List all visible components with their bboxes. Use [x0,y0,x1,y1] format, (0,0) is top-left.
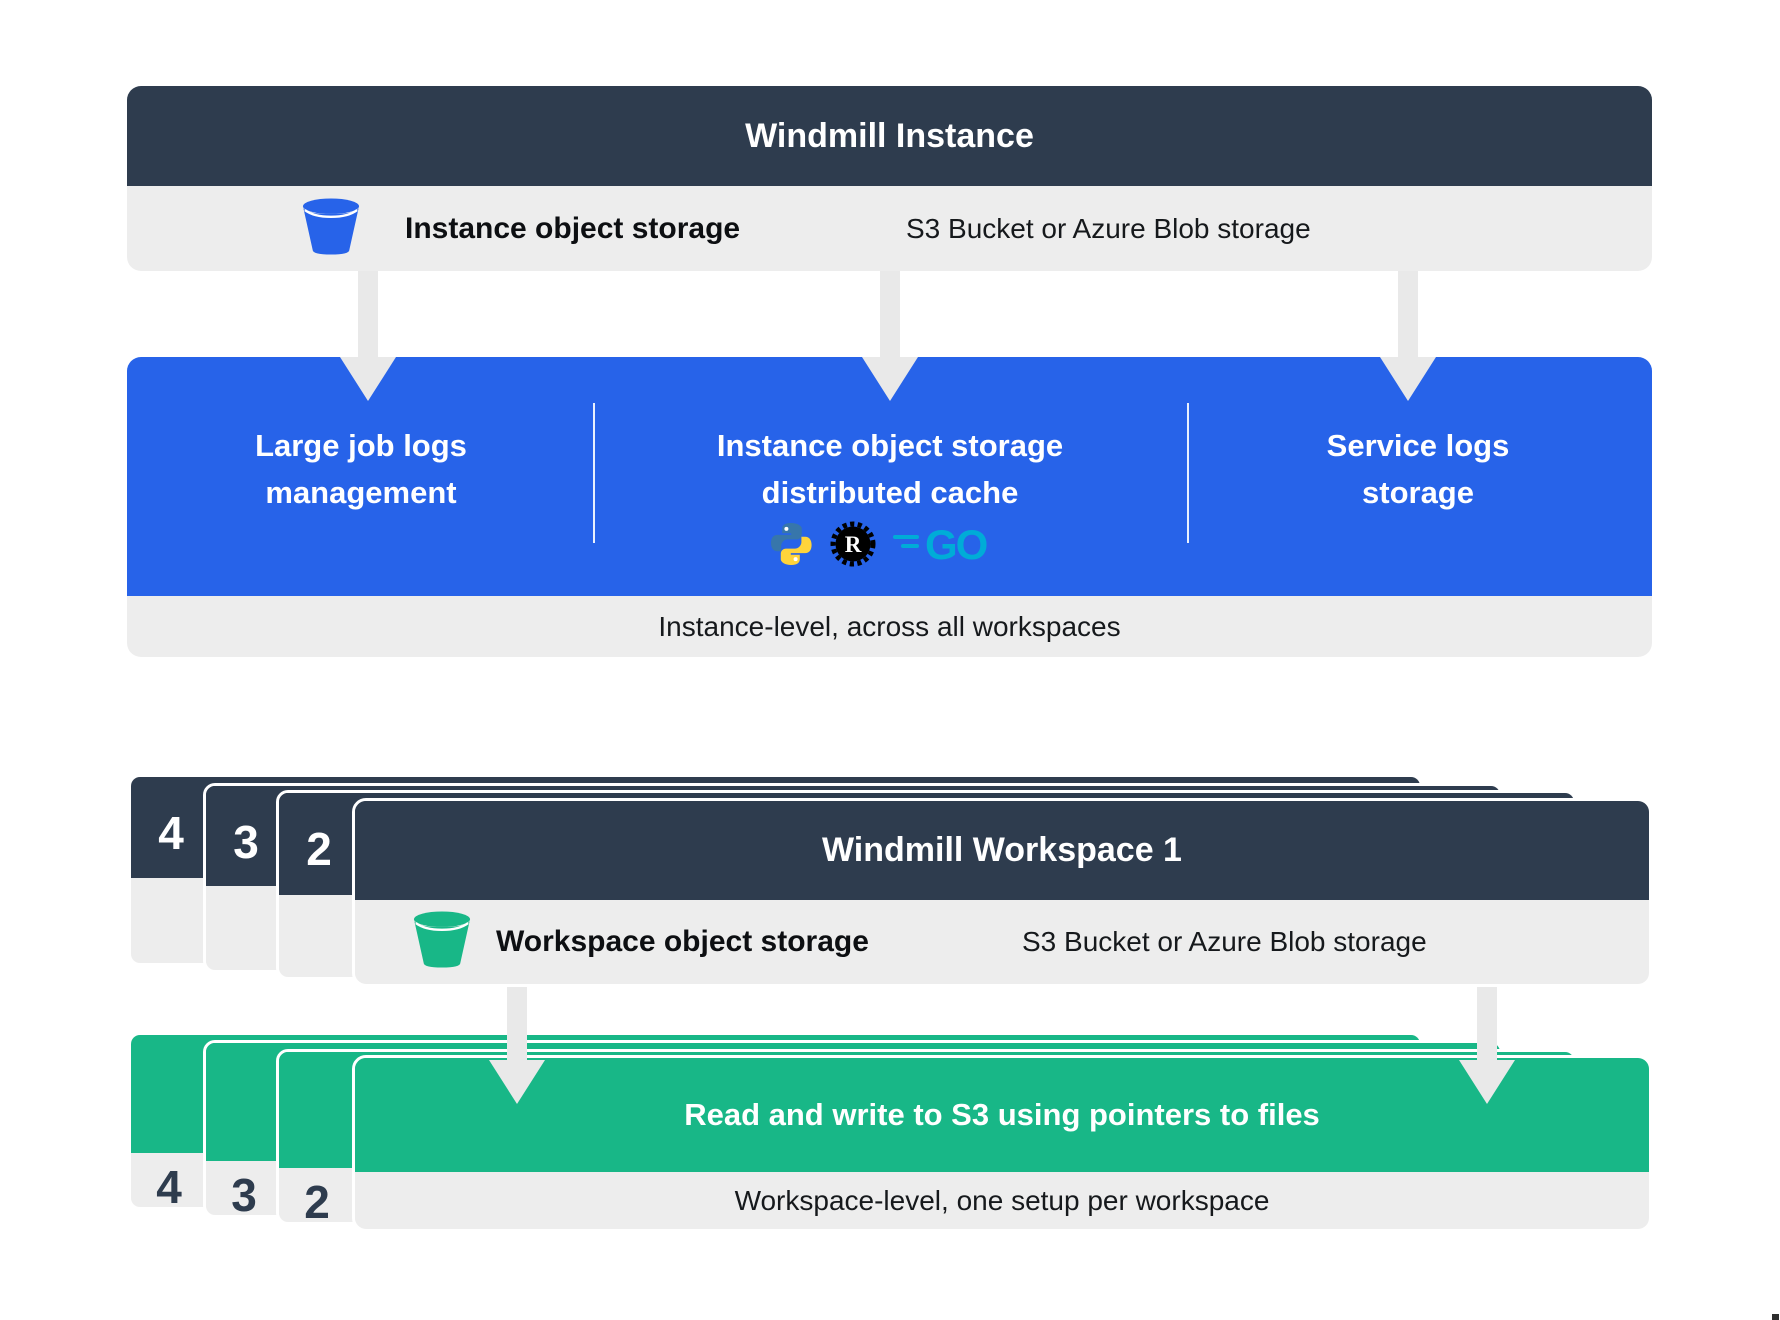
arrow-down-3 [1398,271,1418,361]
workspace-storage-bar: Workspace object storage S3 Bucket or Az… [355,900,1649,984]
arrow-down-5 [1477,987,1497,1064]
feature-3-line2: storage [1362,475,1474,510]
s3-action-area: Read and write to S3 using pointers to f… [355,1058,1649,1172]
language-icons-row: R GO [767,520,1027,572]
bucket-icon [300,197,362,260]
s3-action-text: Read and write to S3 using pointers to f… [684,1097,1320,1132]
instance-caption: Instance-level, across all workspaces [658,610,1121,642]
workspace-storage-label: Workspace object storage [496,925,869,958]
workspace-storage-detail: S3 Bucket or Azure Blob storage [1022,926,1427,957]
svg-text:R: R [845,532,862,557]
python-icon [767,520,815,573]
feature-large-job-logs: Large job logs management [127,422,621,516]
workspace-title: Windmill Workspace 1 [822,831,1182,869]
instance-features-box: Large job logs management Instance objec… [127,357,1652,657]
workspace-card-number-2: 2 [306,823,332,875]
s3-card-number-2: 2 [304,1176,330,1225]
workspace-caption: Workspace-level, one setup per workspace [734,1184,1270,1216]
corner-artifact [1772,1314,1779,1320]
go-icon: GO [891,521,1003,572]
svg-text:GO: GO [925,521,987,567]
workspace-card-number-3: 3 [233,816,259,868]
arrow-down-1-tip [340,357,396,401]
instance-card: Windmill Instance Instance object storag… [127,86,1652,271]
feature-1-line2: management [265,475,457,510]
arrow-down-1 [358,271,378,361]
workspace-caption-bar: Workspace-level, one setup per workspace [355,1172,1649,1229]
column-divider-1 [593,403,595,543]
feature-3-line1: Service logs [1326,428,1510,463]
bucket-icon-green [411,911,473,974]
arrow-down-3-tip [1380,357,1436,401]
s3-card-number-4: 4 [156,1161,182,1210]
arrow-down-2 [880,271,900,361]
column-divider-2 [1187,403,1189,543]
s3-card-main: Read and write to S3 using pointers to f… [352,1055,1652,1232]
feature-service-logs: Service logs storage [1158,422,1652,516]
instance-header: Windmill Instance [127,86,1652,186]
feature-distributed-cache: Instance object storage distributed cach… [630,422,1150,516]
feature-2-line1: Instance object storage [716,428,1064,463]
instance-storage-detail: S3 Bucket or Azure Blob storage [906,212,1311,244]
rust-icon: R [829,520,877,573]
feature-1-line1: Large job logs [255,428,467,463]
instance-storage-label: Instance object storage [405,211,741,245]
workspace-card-number-4: 4 [158,807,184,859]
workspace-header: Windmill Workspace 1 [355,801,1649,900]
arrow-down-4 [507,987,527,1064]
instance-caption-bar: Instance-level, across all workspaces [127,596,1652,657]
s3-card-number-3: 3 [231,1169,257,1218]
arrow-down-2-tip [862,357,918,401]
instance-title: Windmill Instance [745,116,1034,155]
instance-storage-bar: Instance object storage S3 Bucket or Azu… [127,186,1652,271]
workspace-card-main: Windmill Workspace 1 Workspace object st… [352,798,1652,987]
feature-2-line2: distributed cache [761,475,1019,510]
arrow-down-5-tip [1459,1060,1515,1104]
arrow-down-4-tip [489,1060,545,1104]
